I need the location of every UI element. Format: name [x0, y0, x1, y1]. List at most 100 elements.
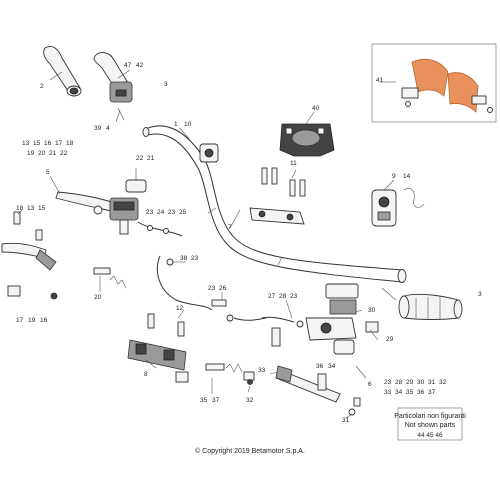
ref-label: 28	[395, 379, 403, 386]
ref-label: 19	[28, 317, 36, 324]
leader-lines	[17, 69, 397, 419]
ref-label: 38	[180, 255, 188, 262]
ref-label: 32	[246, 397, 254, 404]
clutch-master-cylinder	[55, 191, 139, 235]
not-shown-parts-text: Particolari non figuranti Not shown part…	[394, 413, 466, 439]
ref-label: 15	[33, 140, 41, 147]
ref-label: 6	[368, 381, 372, 388]
ref-label: 21	[147, 155, 155, 162]
ref-label: 28	[279, 293, 287, 300]
ref-label: 8	[144, 371, 148, 378]
ref-label: 17	[16, 317, 24, 324]
ref-label: 23	[384, 379, 392, 386]
handguard-kit	[371, 43, 497, 123]
ref-label: 42	[136, 62, 144, 69]
ref-label: 40	[312, 105, 320, 112]
brake-hose	[261, 316, 304, 347]
ref-label: 3	[478, 291, 482, 298]
ref-label: 31	[428, 379, 436, 386]
throttle-grip	[93, 52, 133, 121]
ref-label: 19	[27, 150, 35, 157]
ref-label: 39	[94, 125, 102, 132]
ref-label: 18	[16, 205, 24, 212]
ref-label: 37	[428, 389, 436, 396]
ref-label: 15	[38, 205, 46, 212]
ref-label: 11	[290, 160, 297, 167]
ref-label: 35	[200, 397, 208, 404]
brake-lever	[275, 365, 341, 403]
ref-label: 30	[368, 307, 376, 314]
ref-label: 36	[316, 363, 324, 370]
handlebar-clamp-pad	[279, 123, 335, 157]
ref-label: 23	[191, 255, 199, 262]
ref-label: 10	[184, 121, 192, 128]
start-switch	[371, 188, 425, 227]
ref-label: 16	[40, 317, 48, 324]
ref-label: 12	[176, 305, 184, 312]
ref-label: 20	[94, 294, 102, 301]
brake-master-cylinder	[305, 283, 359, 355]
mirror-clamps	[127, 339, 189, 383]
hose-clamp	[125, 168, 147, 193]
ref-label: 29	[386, 336, 394, 343]
ref-label: 33	[384, 389, 392, 396]
ref-label: 23	[290, 293, 298, 300]
ref-label: 22	[60, 150, 68, 157]
ref-label: 35	[406, 389, 414, 396]
ref-label: 18	[66, 140, 74, 147]
reference-labels: 1 10 2 3 47 42 39 4 41 40 13 15 16 17 18…	[16, 62, 482, 424]
clamp-bolts	[261, 167, 306, 197]
ref-label: 31	[342, 417, 350, 424]
ref-label: 16	[44, 140, 52, 147]
right-grip	[398, 293, 463, 320]
ref-label: 4	[106, 125, 110, 132]
ref-label: 20	[38, 150, 46, 157]
not-shown-part-numbers: 44 45 46	[417, 432, 443, 439]
ref-label: 9	[392, 173, 396, 180]
ref-label: 47	[124, 62, 132, 69]
adjuster-pin	[93, 267, 127, 289]
ref-label: 33	[258, 367, 266, 374]
not-shown-title-en: Not shown parts	[405, 422, 456, 429]
left-grip	[43, 46, 82, 97]
ref-label: 5	[46, 169, 50, 176]
ref-label: 2	[40, 83, 44, 90]
clutch-hose	[137, 221, 213, 311]
adjuster-screw	[205, 363, 255, 381]
ref-label: 14	[403, 173, 411, 180]
small-hardware	[247, 321, 379, 416]
ref-label: 41	[376, 77, 384, 84]
ref-label: 29	[406, 379, 414, 386]
not-shown-parts-box	[397, 407, 463, 441]
ref-label: 24	[157, 209, 165, 216]
mount-bolts	[147, 313, 185, 337]
ref-label: 36	[417, 389, 425, 396]
ref-label: 13	[22, 140, 30, 147]
lower-clamp	[249, 207, 305, 225]
ref-label: 37	[212, 397, 220, 404]
ref-label: 32	[439, 379, 447, 386]
ref-label: 21	[49, 150, 57, 157]
ref-label: 27	[268, 293, 276, 300]
ref-label: 30	[417, 379, 425, 386]
ref-label: 13	[27, 205, 35, 212]
clutch-lever	[1, 211, 58, 300]
ref-label: 34	[328, 363, 336, 370]
ref-label: 23	[168, 209, 176, 216]
ref-label: 1	[174, 121, 178, 128]
hose-fittings	[211, 299, 267, 322]
not-shown-title-it: Particolari non figuranti	[394, 413, 466, 420]
ref-label: 23	[208, 285, 216, 292]
ref-label: 25	[179, 209, 187, 216]
ref-label: 17	[55, 140, 63, 147]
ref-label: 3	[164, 81, 168, 88]
ref-label: 26	[219, 285, 227, 292]
ref-label: 22	[136, 155, 144, 162]
ref-label: 34	[395, 389, 403, 396]
ref-label: 7	[228, 224, 232, 231]
ref-label: 23	[146, 209, 154, 216]
kill-switch	[199, 143, 219, 163]
copyright-notice: © Copyright 2019 Betamotor S.p.A.	[195, 447, 305, 455]
handlebar	[142, 125, 407, 283]
